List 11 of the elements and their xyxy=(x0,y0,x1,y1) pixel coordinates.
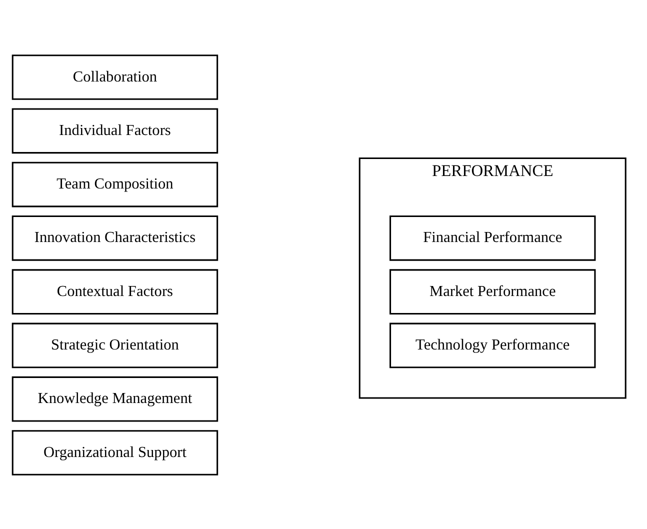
node-box: Strategic Orientation xyxy=(12,322,218,368)
node-box: Individual Factors xyxy=(12,108,218,154)
node-box: Financial Performance xyxy=(390,215,596,260)
node-box: Technology Performance xyxy=(390,322,596,368)
node-box: Contextual Factors xyxy=(12,268,218,314)
node-box: Innovation Characteristics xyxy=(12,215,218,260)
node-box: Team Composition xyxy=(12,161,218,207)
node-box: Organizational Support xyxy=(12,430,218,475)
node-box: Knowledge Management xyxy=(12,376,218,422)
node-box: Collaboration xyxy=(12,54,218,100)
node-box: Market Performance xyxy=(390,268,596,314)
